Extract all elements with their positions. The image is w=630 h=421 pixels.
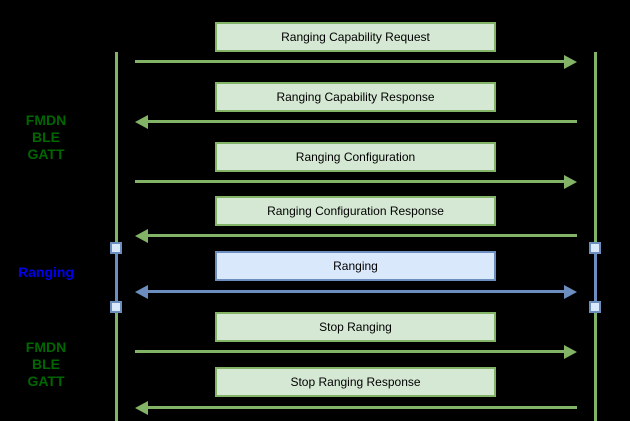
left-lifeline-ranging-segment: [115, 248, 118, 308]
phase-label-ranging: Ranging: [0, 264, 92, 281]
phase-label-line: GATT: [27, 146, 65, 162]
phase-label-line: BLE: [32, 356, 60, 372]
phase-label-line: Ranging: [18, 264, 74, 280]
message-box-stop-ranging-response: Stop Ranging Response: [215, 367, 496, 397]
arrow-stop-ranging-response: [135, 401, 577, 415]
message-label: Stop Ranging Response: [290, 375, 421, 389]
message-box-ranging-capability-response: Ranging Capability Response: [215, 82, 496, 112]
phase-label-line: FMDN: [25, 112, 67, 128]
arrowhead-right-icon: [564, 175, 577, 189]
phase-label-fmdn-ble-gatt-bottom: FMDN BLE GATT: [0, 339, 92, 390]
message-label: Ranging Capability Response: [276, 90, 435, 104]
right-lifeline-ranging-segment: [594, 248, 597, 308]
phase-label-line: FMDN: [25, 339, 67, 355]
selection-handle[interactable]: [110, 301, 122, 313]
arrow-ranging-configuration: [135, 175, 577, 189]
arrowhead-left-icon: [135, 229, 148, 243]
message-label: Ranging Capability Request: [281, 30, 430, 44]
right-lifeline: [594, 52, 597, 421]
arrowhead-right-icon: [564, 55, 577, 69]
phase-label-fmdn-ble-gatt-top: FMDN BLE GATT: [0, 112, 92, 163]
arrow-ranging-configuration-response: [135, 229, 577, 243]
phase-label-line: GATT: [27, 373, 65, 389]
message-label: Ranging Configuration Response: [267, 204, 444, 218]
left-lifeline: [115, 52, 118, 421]
arrow-ranging-capability-response: [135, 115, 577, 129]
arrowhead-right-icon: [564, 345, 577, 359]
arrow-line: [135, 180, 566, 183]
arrow-stop-ranging: [135, 345, 577, 359]
message-label: Ranging Configuration: [295, 150, 416, 164]
message-box-ranging-capability-request: Ranging Capability Request: [215, 22, 496, 52]
message-box-ranging-configuration-response: Ranging Configuration Response: [215, 196, 496, 226]
selection-handle[interactable]: [589, 242, 601, 254]
selection-handle[interactable]: [110, 242, 122, 254]
arrowhead-left-icon: [135, 285, 148, 299]
message-box-ranging: Ranging: [215, 251, 496, 281]
arrow-line: [146, 120, 577, 123]
message-label: Ranging: [333, 259, 378, 273]
arrow-line: [135, 350, 566, 353]
message-box-stop-ranging: Stop Ranging: [215, 312, 496, 342]
arrowhead-right-icon: [564, 285, 577, 299]
selection-handle[interactable]: [589, 301, 601, 313]
arrow-line: [146, 290, 566, 293]
arrow-line: [135, 60, 566, 63]
arrow-ranging-bidirectional: [135, 285, 577, 299]
phase-label-line: BLE: [32, 129, 60, 145]
arrow-line: [146, 234, 577, 237]
arrow-ranging-capability-request: [135, 55, 577, 69]
arrowhead-left-icon: [135, 115, 148, 129]
arrow-line: [146, 406, 577, 409]
message-box-ranging-configuration: Ranging Configuration: [215, 142, 496, 172]
arrowhead-left-icon: [135, 401, 148, 415]
message-label: Stop Ranging: [319, 320, 392, 334]
